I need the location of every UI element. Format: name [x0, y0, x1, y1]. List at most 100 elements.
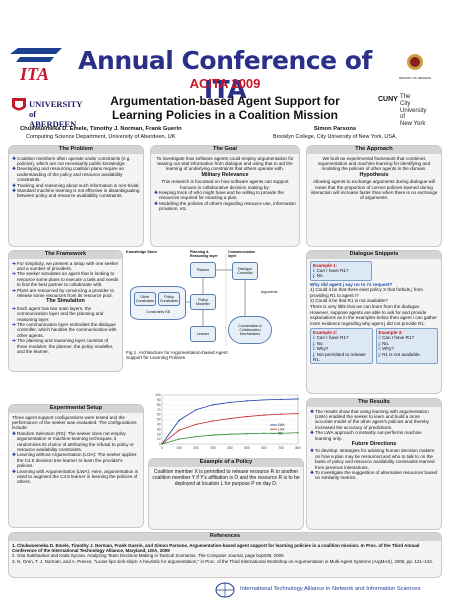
simulation-item: ➔The communication layer embodies the di…	[12, 321, 117, 338]
arguments-label: Arguments	[261, 290, 278, 294]
data-point-loa	[195, 423, 197, 426]
problem-item: ❖Coalition members often operate under c…	[12, 155, 131, 166]
data-point-loa	[178, 429, 180, 431]
legend-label-loa: LOA	[278, 427, 285, 431]
simulation-title: The Simulation	[46, 298, 85, 305]
setup-intro: Three agent support configurations were …	[12, 414, 137, 431]
data-point-rs	[246, 433, 248, 435]
diamond-bullet-icon: ❖	[12, 155, 17, 161]
authors-right: Simon Parsons	[313, 126, 357, 132]
coordination-mechanisms-box: Coordination & Collaboration Mechanisms	[228, 316, 272, 344]
knowledge-store-label: Knowledge Store	[126, 250, 158, 254]
other-constraints-box: Other Constraints	[134, 292, 156, 306]
x-tick-label: 600	[261, 446, 267, 450]
y-tick-label: 40	[157, 423, 161, 427]
diamond-bullet-icon: ❖	[310, 469, 315, 475]
footer: International Technology Alliance in Net…	[0, 580, 450, 600]
diamond-bullet-icon: ❖	[12, 452, 17, 458]
approach-title: The Approach	[307, 146, 441, 154]
results-title: The Results	[307, 399, 441, 407]
y-tick-label: 30	[157, 427, 161, 431]
data-point-rs	[229, 433, 231, 435]
example-2-box: Example 2: i: Can I have R1? j: No. i: W…	[310, 327, 373, 365]
cuny-logo: CUNY The City University of New York	[378, 92, 444, 136]
dialogue-panel: Dialogue Snippets Example 1: i: Can I ha…	[306, 250, 442, 394]
data-point-loa	[263, 414, 265, 416]
dialogue-answer-1: 1) Could it be that there exist policy X…	[310, 287, 423, 298]
setup-item: ❖Learning without Argumentation (LOA): T…	[12, 452, 137, 469]
goal-title: The Goal	[151, 146, 299, 154]
y-tick-label: 50	[157, 418, 161, 422]
diamond-bullet-icon: ❖	[12, 187, 17, 193]
y-tick-label: 60	[157, 413, 161, 417]
framework-panel: The Framework ➔For simplicity, we presen…	[8, 250, 123, 372]
approach-panel: The Approach We built an experimental fr…	[306, 145, 442, 247]
y-tick-label: 20	[157, 432, 161, 436]
diamond-bullet-icon: ❖	[154, 189, 159, 195]
setup-title: Experimental Setup	[9, 405, 143, 413]
y-tick-label: 90	[157, 398, 161, 402]
architecture-arrows	[186, 254, 246, 346]
framework-item: ➔For simplicity, we present a setup with…	[12, 260, 119, 271]
setup-item: ❖Learning with Argumentation (LWA): Here…	[12, 468, 139, 485]
data-point-rs	[297, 432, 299, 434]
affiliation-right: Brooklyn College, City University of New…	[272, 134, 398, 140]
data-point-rs	[280, 432, 282, 434]
mod-label: MINISTRY OF DEFENCE	[398, 76, 432, 80]
constraints-kb-label: Constraints KB	[146, 310, 170, 314]
military-item: ❖Keeping track of who might have and be …	[154, 189, 284, 201]
dialogue-question: Why did agent j say no to i's request?	[310, 281, 393, 287]
example-3-line: j: No.	[378, 340, 390, 346]
architecture-figure: Knowledge Store Planning & Reasoning lay…	[124, 250, 306, 378]
results-panel: The Results ❖The results show that using…	[306, 398, 442, 530]
conference-title: Annual Conference of ITA	[78, 46, 372, 104]
affiliation-left: Computing Science Department, University…	[26, 134, 176, 140]
ita-globe-icon	[215, 582, 235, 598]
example-3-line: i: Why?	[378, 346, 394, 352]
diamond-bullet-icon: ❖	[154, 200, 159, 206]
data-point-lwa	[246, 400, 248, 402]
y-tick-label: 100	[155, 393, 161, 397]
data-point-loa	[297, 412, 299, 415]
conference-acronym: ACITA 2009	[189, 76, 261, 91]
policy-constraints-box: Policy Constraints	[158, 292, 180, 306]
x-tick-label: 300	[210, 446, 216, 450]
data-point-lwa	[297, 398, 299, 400]
example-3-line: i: Can I have R1?	[378, 335, 415, 341]
goal-panel: The Goal To investigate how software age…	[150, 145, 300, 247]
data-point-lwa	[178, 419, 180, 422]
data-point-lwa	[195, 409, 197, 411]
example-3-line: j: R1 is not available.	[378, 351, 421, 357]
x-tick-label: 100	[176, 446, 182, 450]
results-item: ❖The LWA approach constantly out-perform…	[310, 430, 422, 441]
communication-layer-label: Communication layer	[228, 250, 256, 258]
future-item: ❖To investigate the suggestion of altern…	[310, 469, 438, 481]
aberdeen-text-2: of ABERDEEN	[29, 109, 77, 129]
policy-modeller-box: Policy Modeller	[190, 294, 216, 310]
aberdeen-logo: UNIVERSITY of ABERDEEN	[12, 94, 82, 129]
example-2-line: i: Why?	[313, 346, 329, 352]
diamond-bullet-icon: ❖	[310, 430, 315, 436]
ita-logo-text: ITA	[19, 64, 49, 82]
problem-title: The Problem	[9, 146, 143, 154]
arrow-bullet-icon: ➔	[12, 260, 16, 266]
cuny-line-5: New York	[400, 121, 426, 128]
data-point-rs	[212, 434, 214, 436]
framework-title: The Framework	[9, 251, 122, 259]
policy-example-title: Example of a Policy	[149, 459, 303, 467]
goal-text: To investigate how software agents could…	[156, 155, 294, 172]
setup-panel: Experimental Setup Three agent support c…	[8, 404, 144, 528]
hypothesis-title: Hypothesis	[359, 171, 389, 178]
mod-logo: MINISTRY OF DEFENCE	[395, 52, 435, 84]
ita-logo: ITA	[10, 48, 70, 84]
references-panel: References 1. Chukwuemeka D. Emele, Timo…	[8, 532, 442, 578]
example-1-line: j: No.	[313, 273, 324, 279]
example-2-line: j: Not permitted to release R1.	[313, 351, 366, 362]
diamond-bullet-icon: ❖	[12, 430, 17, 436]
x-tick-label: 400	[227, 446, 233, 450]
diamond-bullet-icon: ❖	[12, 182, 17, 188]
results-item: ❖The results show that using learning wi…	[310, 408, 430, 430]
military-relevance-title: Military Relevance	[201, 171, 249, 178]
diamond-bullet-icon: ❖	[310, 448, 315, 454]
